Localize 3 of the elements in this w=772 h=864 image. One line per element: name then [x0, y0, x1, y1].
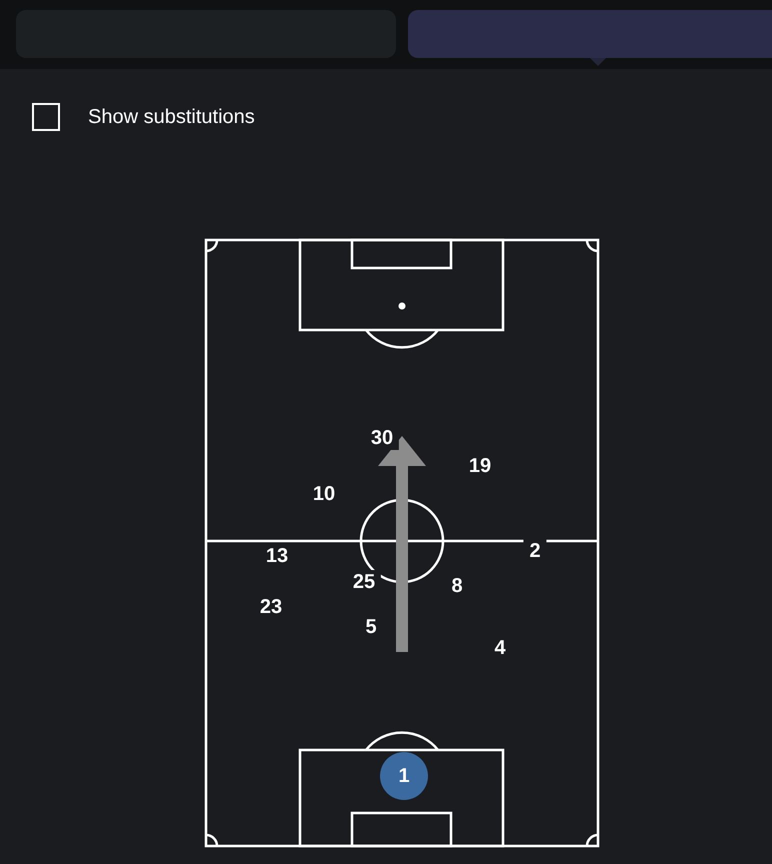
checkbox-label: Show substitutions [88, 105, 255, 129]
team-tab [408, 10, 772, 58]
player-marker: 1 [380, 752, 428, 800]
